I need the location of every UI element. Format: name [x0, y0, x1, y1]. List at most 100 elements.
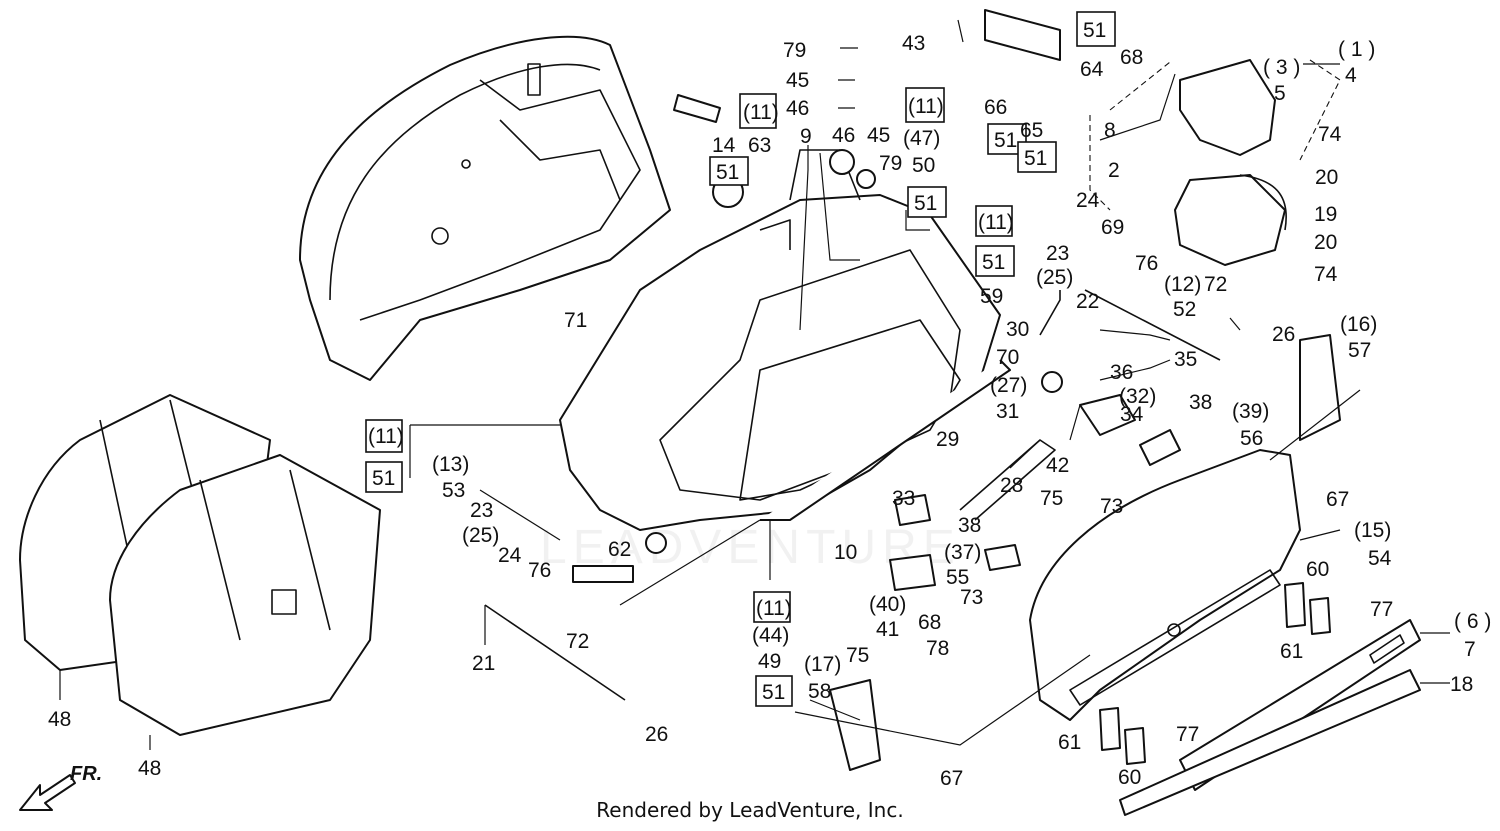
callout: (39) — [1232, 400, 1269, 423]
callout: 23 — [1046, 242, 1069, 265]
callout: 45 — [786, 69, 809, 92]
boxed-label: 51 — [994, 129, 1017, 152]
trim-reflector — [1119, 619, 1421, 816]
callout: (16) — [1340, 313, 1377, 336]
callout: 54 — [1368, 547, 1392, 570]
inner-bag-front — [109, 454, 381, 736]
callout: ( 3 ) — [1263, 56, 1300, 79]
callout-numbers: 43 79 45 46 9 46 45 79 14 63 (47) 50 68 … — [48, 32, 1491, 790]
callout: 48 — [138, 757, 161, 780]
callout: 79 — [783, 39, 806, 62]
callout: 21 — [472, 652, 495, 675]
callout: 76 — [528, 559, 551, 582]
callout: 72 — [1204, 273, 1227, 296]
callout: 72 — [566, 630, 589, 653]
footer-credit: Rendered by LeadVenture, Inc. — [596, 798, 904, 822]
callout: 53 — [442, 479, 465, 502]
callout: 74 — [1314, 263, 1338, 286]
saddlebag-lid — [299, 35, 671, 381]
callout: 46 — [832, 124, 855, 147]
callout: (44) — [752, 624, 789, 647]
callout: 60 — [1118, 766, 1141, 789]
boxed-label: 51 — [1024, 147, 1047, 170]
callout: 35 — [1174, 348, 1197, 371]
callout: 24 — [1076, 189, 1100, 212]
callout: 36 — [1110, 361, 1133, 384]
callout: 20 — [1315, 166, 1338, 189]
callout: 8 — [1104, 119, 1116, 142]
callout: 60 — [1306, 558, 1329, 581]
callout: 73 — [1100, 495, 1123, 518]
callout: 18 — [1450, 673, 1473, 696]
callout: 73 — [960, 586, 983, 609]
callout: 20 — [1314, 231, 1337, 254]
callout: 30 — [1006, 318, 1029, 341]
callout: 76 — [1135, 252, 1158, 275]
callout: ( 1 ) — [1338, 38, 1375, 61]
boxed-label: 51 — [372, 467, 395, 490]
callout: ( 6 ) — [1454, 610, 1491, 633]
front-direction-arrow: FR. — [19, 763, 102, 811]
callout: 65 — [1020, 119, 1043, 142]
callout: (32) — [1119, 385, 1156, 408]
callout: 75 — [846, 644, 869, 667]
callout: 56 — [1240, 427, 1263, 450]
callout: 67 — [1326, 488, 1349, 511]
callout: (25) — [462, 524, 499, 547]
callout: 70 — [996, 346, 1019, 369]
callout: (27) — [990, 374, 1027, 397]
callout: 58 — [808, 680, 831, 703]
callout: 22 — [1076, 290, 1099, 313]
callout: 59 — [980, 285, 1003, 308]
boxed-label: (11) — [756, 597, 792, 620]
front-direction-label: FR. — [70, 763, 102, 785]
callout: 19 — [1314, 203, 1337, 226]
boxed-label: 51 — [1083, 19, 1106, 42]
callout: 38 — [1189, 391, 1212, 414]
callout: 68 — [1120, 46, 1143, 69]
callout: 34 — [1120, 403, 1144, 426]
boxed-label: 51 — [982, 251, 1005, 274]
callout: (17) — [804, 653, 841, 676]
callout: 46 — [786, 97, 809, 120]
callout: 38 — [958, 514, 981, 537]
callout: 45 — [867, 124, 890, 147]
callout: (40) — [869, 593, 906, 616]
callout: 55 — [946, 566, 969, 589]
callout: (15) — [1354, 519, 1391, 542]
callout: 41 — [876, 618, 899, 641]
callout: 50 — [912, 154, 935, 177]
callout: 77 — [1176, 723, 1199, 746]
callout: 9 — [800, 125, 812, 148]
callout: 26 — [645, 723, 668, 746]
callout: 24 — [498, 544, 522, 567]
callout: (13) — [432, 453, 469, 476]
callout: 2 — [1108, 159, 1120, 182]
callout: 68 — [918, 611, 941, 634]
callout: 57 — [1348, 339, 1371, 362]
callout: 69 — [1101, 216, 1124, 239]
callout: 61 — [1280, 640, 1303, 663]
callout: 77 — [1370, 598, 1393, 621]
boxed-labels: 51 (11) 51 (11) 51 51 51 (11) 51 (11) 51… — [365, 11, 1116, 707]
callout: 64 — [1080, 58, 1104, 81]
callout: 26 — [1272, 323, 1295, 346]
boxed-label: (11) — [908, 95, 944, 118]
callout: 62 — [608, 538, 631, 561]
callout: 78 — [926, 637, 949, 660]
callout: 23 — [470, 499, 493, 522]
callout: 71 — [564, 309, 587, 332]
boxed-label: 51 — [762, 681, 785, 704]
callout: 4 — [1345, 64, 1357, 87]
callout: 67 — [940, 767, 963, 790]
callout: 48 — [48, 708, 71, 731]
callout: 14 — [712, 134, 736, 157]
boxed-label: (11) — [978, 211, 1014, 234]
boxed-label: 51 — [914, 192, 937, 215]
callout: 66 — [984, 96, 1007, 119]
callout: 31 — [996, 400, 1019, 423]
callout: 79 — [879, 152, 902, 175]
callout: (12) — [1164, 273, 1201, 296]
